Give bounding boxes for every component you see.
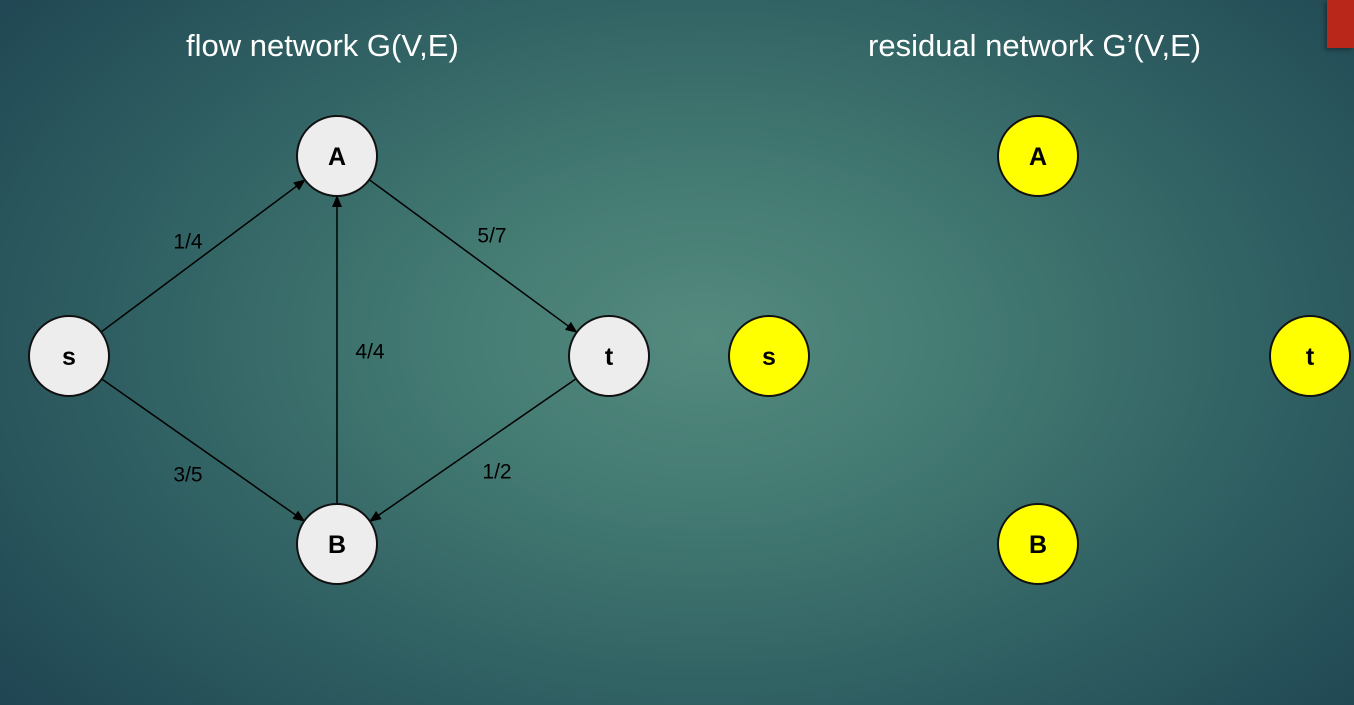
flow-node-label-B: B	[328, 531, 346, 559]
flow-edge-A-t	[368, 179, 578, 333]
flow-node-B	[296, 503, 378, 585]
flow-edge-label-t-B: 1/2	[482, 461, 511, 484]
residual-network-nodes: As tB	[728, 115, 1351, 585]
flow-edge-label-A-t: 5/7	[477, 225, 506, 248]
flow-node-label-A: A	[328, 143, 346, 171]
flow-edge-label-s-B: 3/5	[173, 464, 202, 487]
flow-node-t	[568, 315, 650, 397]
flow-network-title: flow network G(V,E)	[186, 28, 459, 63]
flow-edge-s-B	[101, 378, 306, 522]
residual-node-label-A: A	[1029, 143, 1047, 171]
residual-node-B	[997, 503, 1079, 585]
flow-network-edges: 1/4 5/7 4/4 3/5 1/2	[100, 179, 578, 522]
flow-edge-label-B-A: 4/4	[355, 341, 385, 364]
flow-node-label-t: t	[605, 343, 614, 371]
corner-accent-tab	[1327, 0, 1354, 48]
flow-node-A	[296, 115, 378, 197]
flow-edge-s-A	[100, 179, 306, 333]
residual-node-label-s: s	[762, 343, 776, 371]
flow-edge-label-s-A: 1/4	[173, 231, 203, 254]
flow-node-s	[28, 315, 110, 397]
residual-node-A	[997, 115, 1079, 197]
residual-node-label-t: t	[1306, 343, 1315, 371]
residual-network-title: residual network G’(V,E)	[868, 28, 1202, 63]
residual-node-t	[1269, 315, 1351, 397]
flow-edge-t-B	[369, 378, 577, 522]
flow-node-label-s: s	[62, 343, 76, 371]
residual-node-s	[728, 315, 810, 397]
residual-node-label-B: B	[1029, 531, 1047, 559]
flow-network-nodes: As tB	[28, 115, 650, 585]
